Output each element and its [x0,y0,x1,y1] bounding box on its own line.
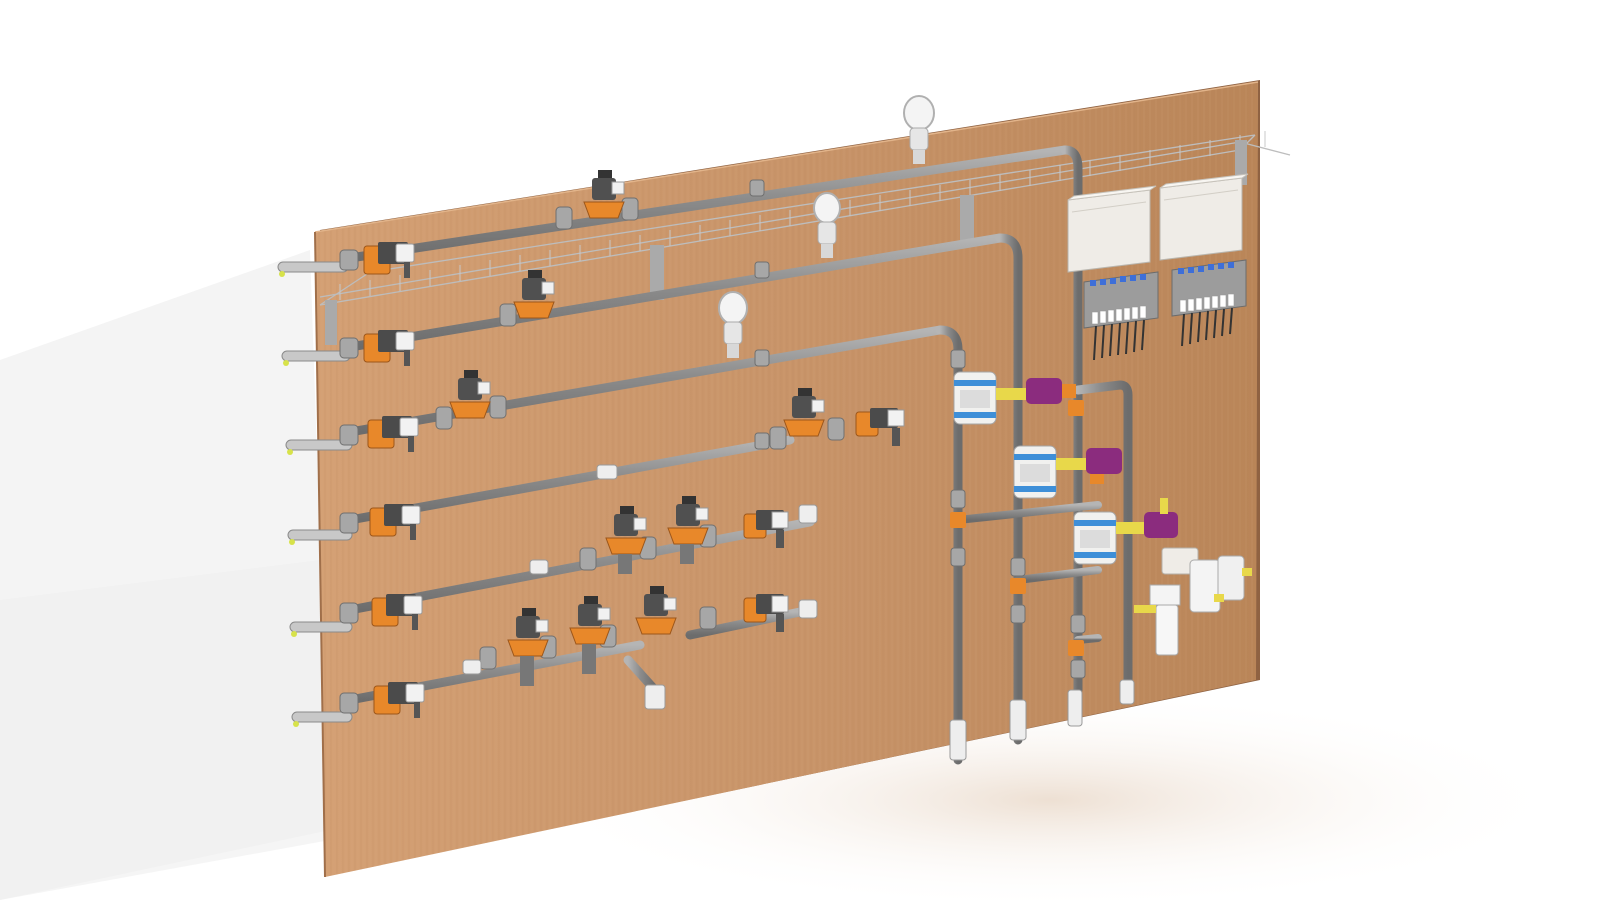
control-cabinet-icon [1159,173,1249,261]
inline-valves [743,400,1084,656]
solenoid-valve-icon [667,496,709,564]
pressure-gauge-icon [903,95,935,164]
solenoid-valve-icon [605,506,647,574]
cable-tray [319,131,1291,345]
filter-regulator-icon [1134,547,1252,656]
solenoid-valve-icon [373,682,425,718]
solenoid-valve-icon [507,608,549,686]
solenoid-valve-icon [449,370,491,419]
solenoid-valve-icon [371,594,423,630]
control-cabinets [1067,173,1249,273]
solenoid-valve-icon [783,388,825,437]
control-cabinet-icon [1067,185,1157,273]
solenoid-valve-icon [583,170,625,219]
pipe-fittings [339,179,1086,714]
inlet-stubs [277,261,353,727]
actuated-ball-valve-icon [1013,445,1122,499]
valve-terminal-icon [1083,271,1159,361]
solenoid-valve-icon [363,330,415,366]
actuated-ball-valve-icon [1073,498,1178,565]
pressure-gauges [718,95,935,358]
solenoid-valve-icon [569,596,611,674]
pressure-gauge-icon [813,192,841,258]
solenoid-valve-icon [369,504,421,540]
valve-terminal-icon [1171,259,1247,347]
actuated-ball-valve-icon [953,371,1076,425]
solenoid-valve-icon [363,242,415,278]
valve-terminals [1083,259,1247,361]
inlet-ball-valves [363,242,425,718]
solenoid-valve-icon [513,270,555,319]
pressure-gauge-icon [718,291,748,358]
actuated-ball-valves [953,371,1178,565]
solenoid-valves [449,170,825,686]
tee-fittings [462,464,1135,761]
solenoid-valve-icon [367,416,419,452]
solenoid-valve-icon [635,586,677,635]
